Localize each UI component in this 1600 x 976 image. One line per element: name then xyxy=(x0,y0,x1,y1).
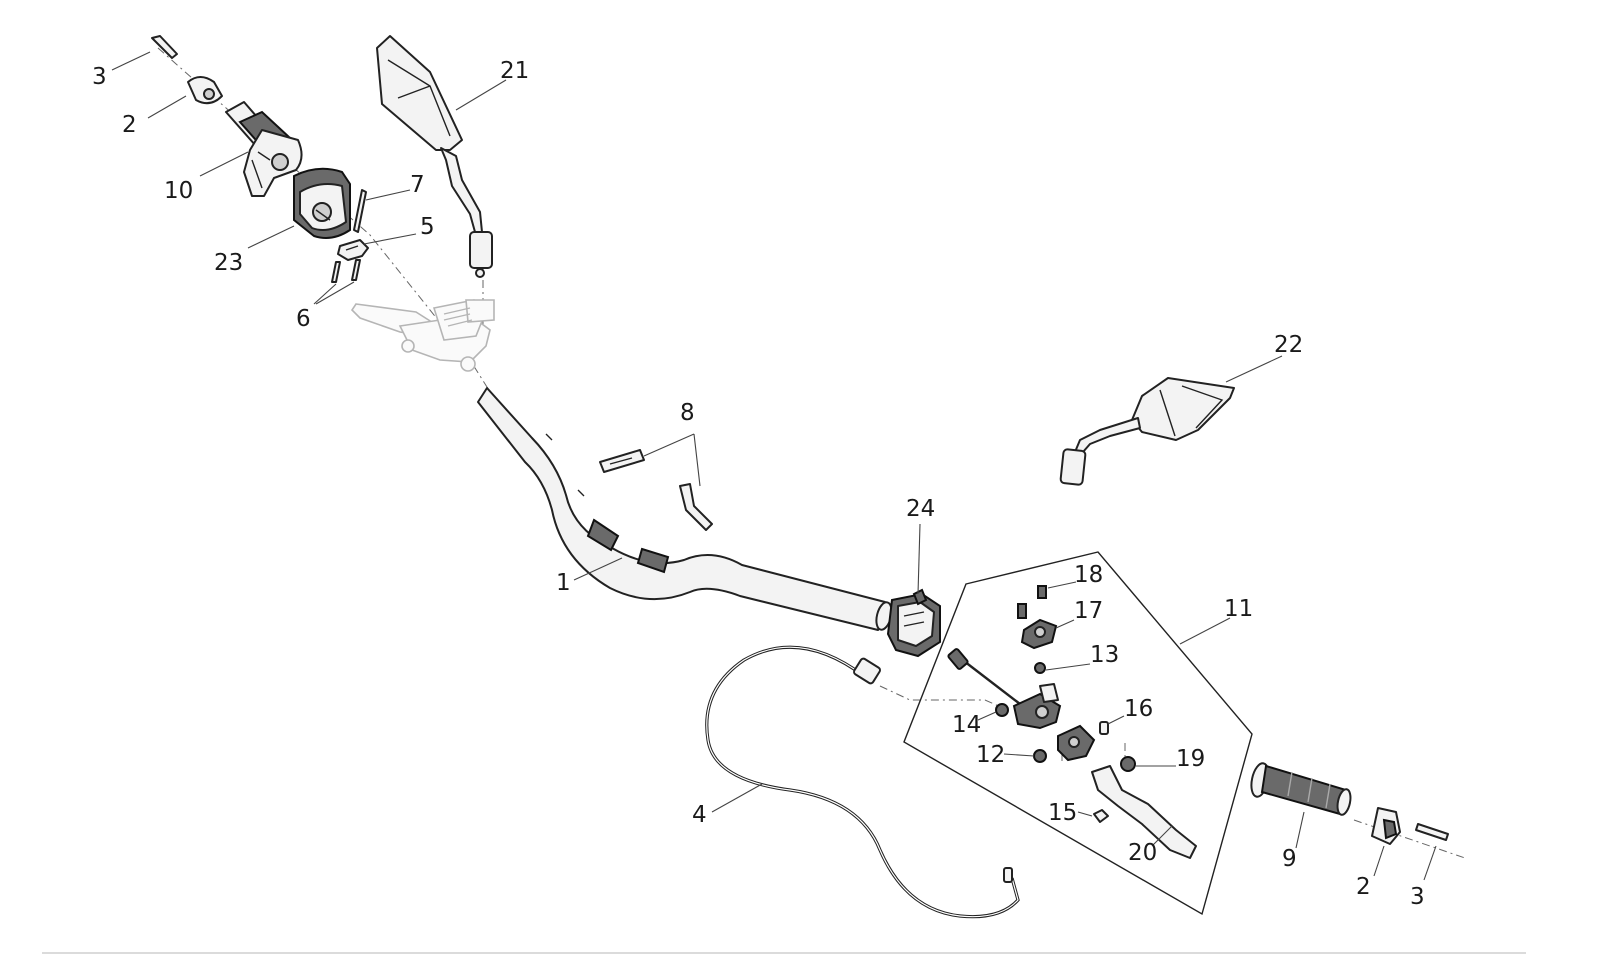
callout-7: 7 xyxy=(410,172,425,198)
left-mirror-part xyxy=(376,35,493,278)
callout-21: 21 xyxy=(500,58,529,84)
callout-3-left: 3 xyxy=(92,64,107,90)
left-switch-housing-part xyxy=(293,167,351,239)
callout-16: 16 xyxy=(1124,696,1153,722)
left-bar-end-bolt-part xyxy=(151,35,178,59)
callout-17: 17 xyxy=(1074,598,1103,624)
throttle-grip-part xyxy=(225,101,303,197)
callout-14: 14 xyxy=(952,712,981,738)
right-bar-end-weight-part xyxy=(1371,807,1401,845)
right-bar-end-bolt-part xyxy=(1415,823,1449,841)
right-switch-housing-part xyxy=(886,588,941,658)
callout-4: 4 xyxy=(692,802,707,828)
callout-2-right: 2 xyxy=(1356,874,1371,900)
handlebar-part xyxy=(477,387,893,631)
switch-clamp-5-part xyxy=(337,239,369,261)
switch-screw-7-part xyxy=(353,189,367,233)
callout-22: 22 xyxy=(1274,332,1303,358)
callout-19: 19 xyxy=(1176,746,1205,772)
right-mirror-part xyxy=(1059,377,1235,486)
clutch-lever-parts xyxy=(947,585,1197,859)
callout-10: 10 xyxy=(164,178,193,204)
callout-3-right: 3 xyxy=(1410,884,1425,910)
callout-5: 5 xyxy=(420,214,435,240)
callout-15: 15 xyxy=(1048,800,1077,826)
clamp-screws-6-part xyxy=(331,259,361,283)
callout-23: 23 xyxy=(214,250,243,276)
clutch-assembly-boundary xyxy=(903,551,1253,916)
callout-24: 24 xyxy=(906,496,935,522)
callout-18: 18 xyxy=(1074,562,1103,588)
left-hand-grip-part xyxy=(1250,762,1352,816)
leader-lines xyxy=(111,51,1437,881)
callout-11: 11 xyxy=(1224,596,1253,622)
callout-20: 20 xyxy=(1128,840,1157,866)
front-brake-master-cylinder-part xyxy=(350,299,495,372)
callout-13: 13 xyxy=(1090,642,1119,668)
left-bar-end-weight-part xyxy=(187,76,223,105)
assembly-axis-lines xyxy=(157,47,1466,859)
callout-6: 6 xyxy=(296,306,311,332)
cable-clips-part xyxy=(599,449,713,531)
callout-8: 8 xyxy=(680,400,695,426)
callout-2-left: 2 xyxy=(122,112,137,138)
callout-1: 1 xyxy=(556,570,571,596)
clutch-cable-part xyxy=(705,645,1020,919)
callout-labels: 3 2 10 23 7 5 6 21 22 8 1 24 4 11 18 17 … xyxy=(92,58,1425,910)
callout-12: 12 xyxy=(976,742,1005,768)
callout-9: 9 xyxy=(1282,846,1297,872)
